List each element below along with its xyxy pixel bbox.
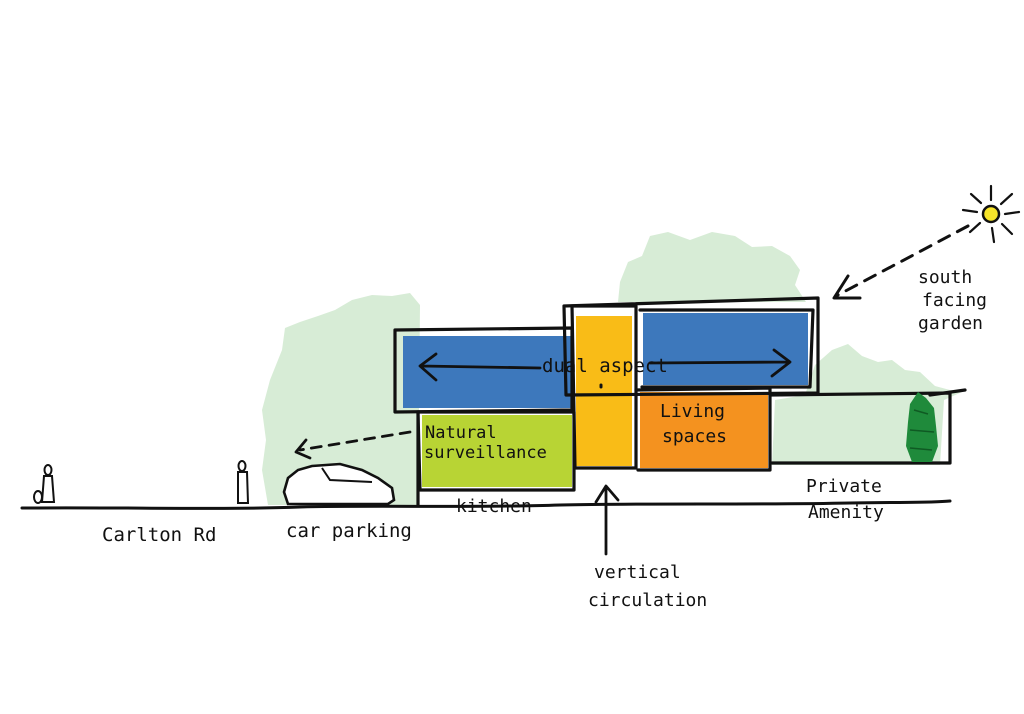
label-garden-1: south bbox=[918, 267, 972, 288]
arrows bbox=[294, 224, 970, 556]
dual-aspect-left-arrow-icon bbox=[418, 352, 542, 382]
surveillance-arrowhead-icon bbox=[294, 438, 312, 460]
surveillance-arrow-icon bbox=[298, 430, 412, 452]
label-surveillance-1: Natural bbox=[425, 423, 497, 443]
sun-ray-arrowhead-icon bbox=[832, 274, 862, 300]
person-icon-left bbox=[33, 464, 56, 504]
upper-floor-right bbox=[643, 313, 808, 385]
label-living-2: spaces bbox=[662, 426, 727, 447]
tree-foliage-left bbox=[262, 293, 420, 505]
living-volume bbox=[640, 392, 768, 468]
kitchen-volume bbox=[422, 415, 572, 487]
label-living-1: Living bbox=[660, 401, 725, 422]
sun-ray-arrow-icon bbox=[834, 224, 970, 298]
ground-line bbox=[20, 499, 952, 510]
label-kitchen: kitchen bbox=[456, 496, 532, 517]
building-outline bbox=[393, 296, 967, 507]
upper-floor-left bbox=[403, 336, 573, 408]
sun-icon bbox=[961, 184, 1021, 244]
label-surveillance-2: surveillance bbox=[424, 443, 547, 463]
label-circulation-2: circulation bbox=[588, 590, 707, 611]
dual-aspect-right-arrow-icon bbox=[648, 348, 792, 378]
building-volumes bbox=[403, 313, 808, 487]
person-icon-right bbox=[237, 460, 250, 504]
label-amenity-2: Amenity bbox=[808, 502, 884, 523]
labels: Carlton Rd car parking kitchen vertical … bbox=[102, 267, 987, 611]
circulation-core bbox=[576, 316, 632, 466]
label-dual-aspect: dual aspect bbox=[542, 355, 668, 377]
tree-icon bbox=[906, 392, 938, 462]
label-circulation-1: vertical bbox=[594, 562, 681, 583]
label-amenity-1: Private bbox=[806, 476, 882, 497]
label-garden-2: facing bbox=[922, 290, 987, 311]
label-street: Carlton Rd bbox=[102, 524, 216, 546]
tree-foliage-top bbox=[618, 232, 806, 302]
circulation-arrow-icon bbox=[594, 484, 620, 556]
label-garden-3: garden bbox=[918, 313, 983, 334]
label-parking: car parking bbox=[286, 520, 412, 542]
car-icon bbox=[282, 462, 396, 506]
